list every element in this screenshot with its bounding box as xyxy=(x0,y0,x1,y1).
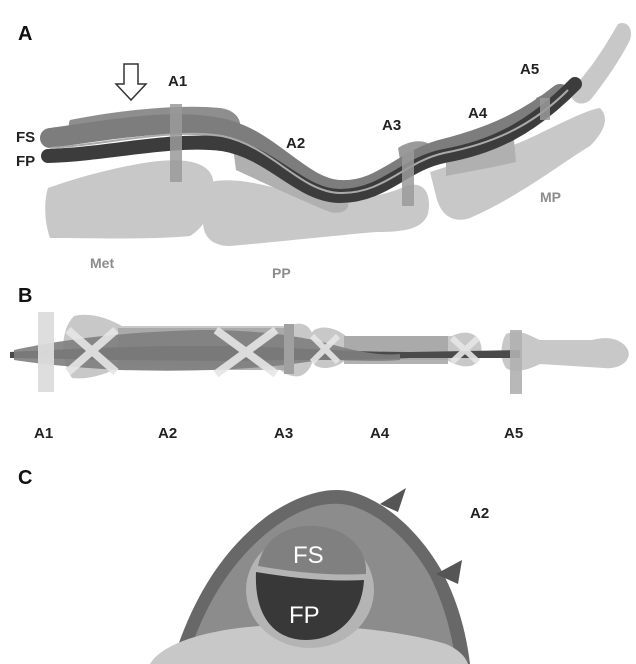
a5-band xyxy=(540,98,550,120)
b-a5-band xyxy=(510,330,522,394)
a3-band xyxy=(402,150,414,206)
b-a1-band xyxy=(38,312,54,392)
c-fs-label: FS xyxy=(293,542,324,569)
distal-phalanx xyxy=(570,23,631,104)
b-a3-band xyxy=(284,324,294,374)
panel-a-label: A xyxy=(18,23,32,45)
panel-b: B A1 xyxy=(10,285,629,442)
a3-label: A3 xyxy=(382,117,401,134)
met-label: Met xyxy=(90,255,114,271)
b-a2-label: A2 xyxy=(158,425,177,442)
mp-label: MP xyxy=(540,189,561,205)
fs-label: FS xyxy=(16,129,35,146)
a1-label: A1 xyxy=(168,73,187,90)
c-fp-label: FP xyxy=(289,602,320,629)
a1-band xyxy=(170,104,182,182)
panel-c: C FS FP A2 xyxy=(18,467,489,664)
metacarpal-bone xyxy=(45,160,214,238)
b-a1-label: A1 xyxy=(34,425,53,442)
panel-b-label: B xyxy=(18,285,32,307)
c-a2-label: A2 xyxy=(470,505,489,522)
b-a3-label: A3 xyxy=(274,425,293,442)
a5-label: A5 xyxy=(520,61,539,78)
pp-label: PP xyxy=(272,265,291,281)
down-arrow-icon xyxy=(116,64,146,100)
panel-c-label: C xyxy=(18,467,32,489)
fp-label: FP xyxy=(16,153,35,170)
panel-a: A A1 A2 A3 A4 A5 FS FP Met xyxy=(16,23,631,281)
a4-label: A4 xyxy=(468,105,488,122)
b-a5-label: A5 xyxy=(504,425,523,442)
b-pulley-label-row: A1 A2 A3 A4 A5 xyxy=(34,425,523,442)
a2-label: A2 xyxy=(286,135,305,152)
b-a4-label: A4 xyxy=(370,425,390,442)
